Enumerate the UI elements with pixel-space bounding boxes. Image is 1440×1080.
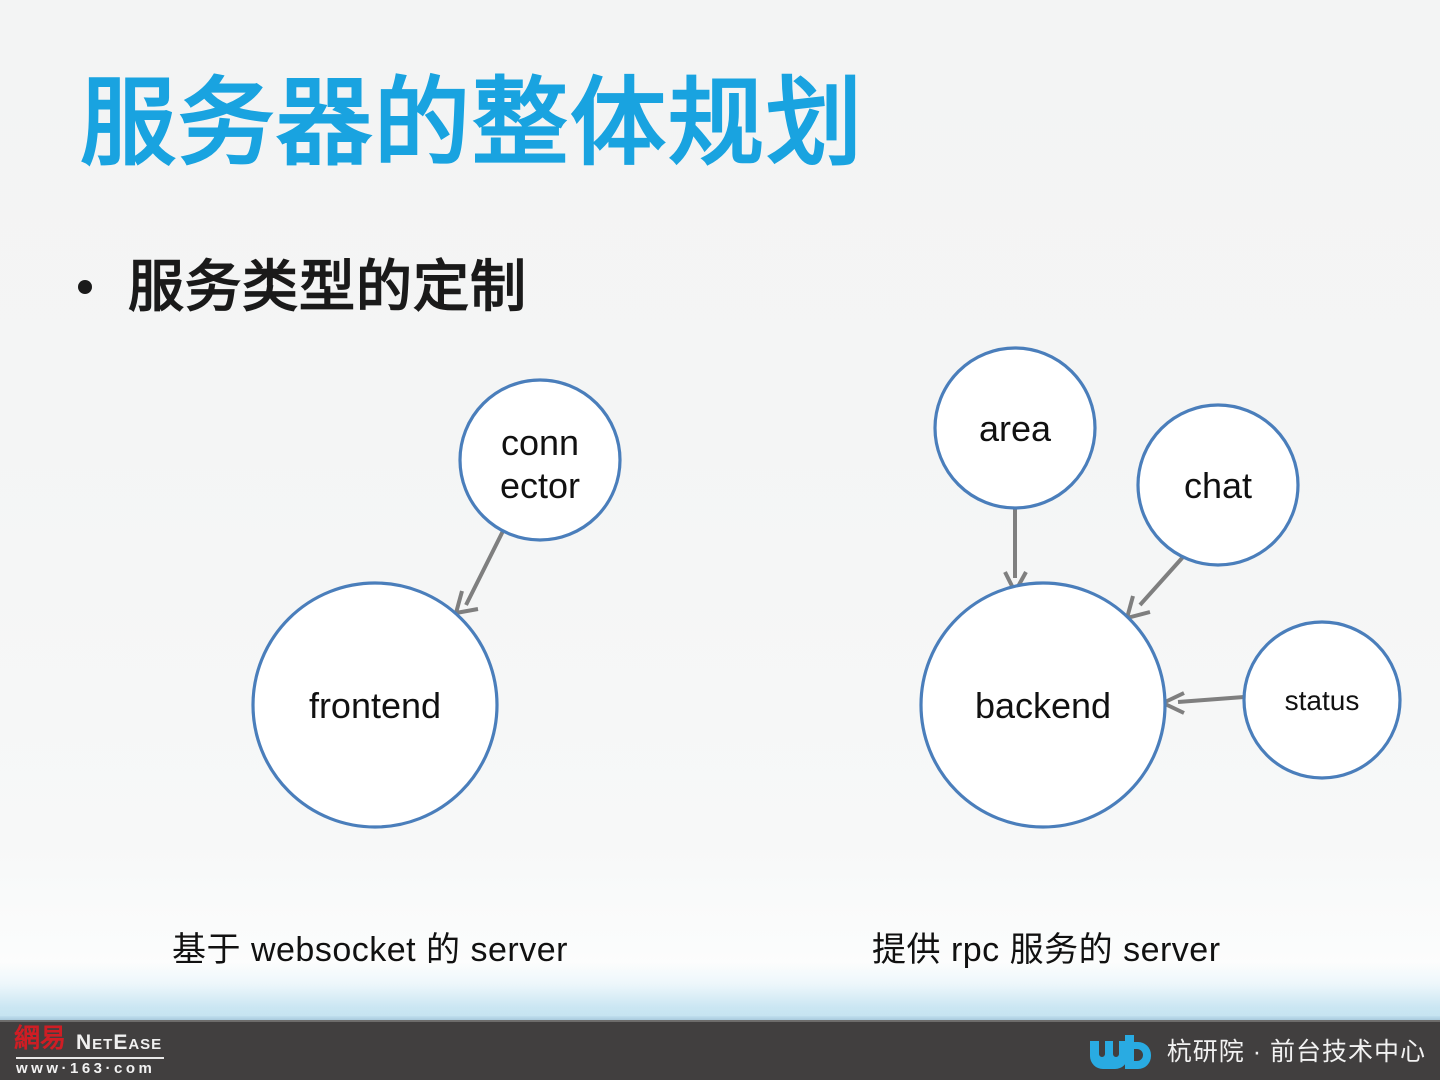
node-status-label: status: [1285, 685, 1360, 716]
netease-logo-cn: 網易: [14, 1024, 67, 1054]
node-frontend-label: frontend: [309, 685, 441, 726]
edge-status-to-backend: [1162, 691, 1245, 715]
node-status[interactable]: status: [1242, 620, 1402, 780]
bullet-dot-icon: [78, 280, 92, 294]
department-brand: 杭研院 · 前台技术中心: [1087, 1030, 1426, 1074]
wd-logo-icon: [1089, 1035, 1151, 1069]
caption-rpc-server: 提供 rpc 服务的 server: [872, 931, 1221, 969]
department-brand-label: 杭研院 · 前台技术中心: [1166, 1037, 1426, 1066]
page-title: 服务器的整体规划: [80, 70, 864, 177]
slide-footer: 網易 NetEase www·163·com 杭研院 · 前台技术中心: [0, 1020, 1440, 1080]
edge-connector-to-frontend: [454, 530, 505, 615]
caption-websocket-server: 基于 websocket 的 server: [172, 931, 568, 969]
edge-area-to-backend: [1003, 508, 1028, 593]
node-area-label: area: [979, 408, 1052, 449]
netease-logo-en: NetEase: [76, 1031, 163, 1054]
bottom-band-rule: [0, 1016, 1440, 1020]
netease-logo-url: www·163·com: [16, 1060, 156, 1077]
netease-logo-divider: [16, 1057, 164, 1059]
node-area[interactable]: area: [933, 346, 1097, 510]
node-backend[interactable]: backend: [919, 581, 1167, 829]
bullet-label: 服务类型的定制: [128, 255, 527, 318]
node-chat[interactable]: chat: [1136, 403, 1300, 567]
edge-chat-to-backend: [1125, 555, 1185, 620]
bullet-row: 服务类型的定制: [78, 256, 527, 318]
node-backend-label: backend: [975, 685, 1111, 726]
node-connector-label-line1: conn: [501, 422, 579, 463]
node-connector[interactable]: conn ector: [458, 378, 622, 542]
node-chat-label: chat: [1184, 465, 1252, 506]
bottom-gradient-band: [0, 962, 1440, 1020]
netease-logo: 網易 NetEase www·163·com: [14, 1024, 194, 1077]
node-connector-label-line2: ector: [500, 465, 580, 506]
node-frontend[interactable]: frontend: [251, 581, 499, 829]
